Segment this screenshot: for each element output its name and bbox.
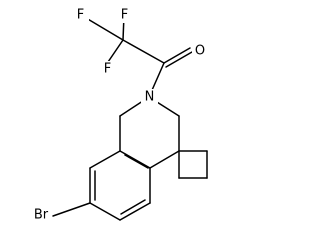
bond-f3-cf3: [107, 39, 124, 63]
bond-c7-bromine: [52, 202, 91, 217]
atom-label-fluorine-1: F: [77, 8, 84, 23]
bond-c8a-c4a-inner: [124, 154, 149, 169]
bond-c8a-c4a: [119, 150, 151, 169]
bond-c8-c8a: [89, 150, 121, 169]
bond-carbonyl-oxygen-2: [165, 51, 193, 68]
bond-c6-c7: [89, 202, 121, 221]
atom-label-bromine: Br: [34, 208, 49, 223]
atom-label-oxygen: O: [195, 44, 205, 59]
atom-label-nitrogen: N: [145, 90, 155, 105]
bond-c4-c4a: [149, 150, 180, 169]
atom-label-fluorine-2: F: [121, 8, 128, 23]
atom-label-fluorine-3: F: [104, 62, 111, 77]
bond-carbonyl-oxygen-1: [163, 47, 191, 64]
bond-cf3-carbonyl: [122, 39, 165, 64]
bond-c5-c6-inner: [120, 199, 146, 215]
molecule-structure: F F F O N Br: [33, 7, 208, 223]
bond-c5-c6: [119, 202, 151, 221]
